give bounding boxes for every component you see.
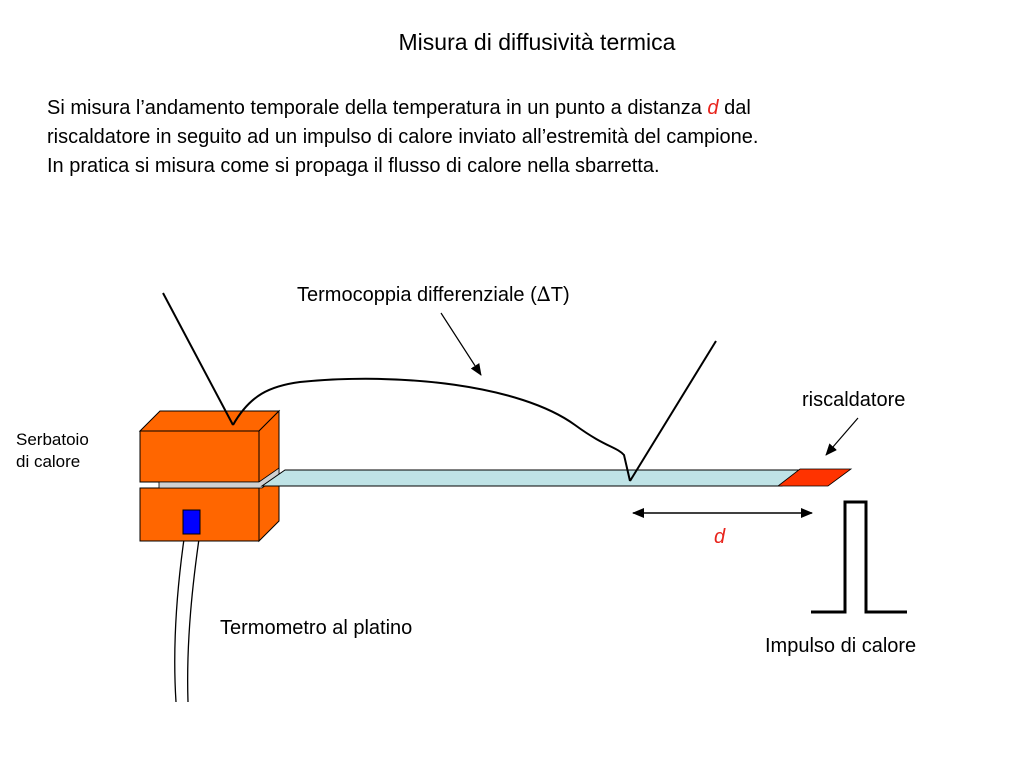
- delta-symbol: ∆: [536, 282, 551, 306]
- heater-pointer-arrow: [825, 417, 859, 456]
- description-line3: In pratica si misura come si propaga il …: [47, 155, 660, 177]
- sample-rod: [260, 469, 808, 487]
- distance-label: d: [714, 526, 726, 548]
- slide-title: Misura di diffusività termica: [398, 29, 676, 55]
- description-line2: riscaldatore in seguito ad un impulso di…: [47, 126, 759, 148]
- heat-pulse-label: Impulso di calore: [765, 635, 917, 657]
- thermometer-label: Termometro al platino: [220, 617, 413, 639]
- thermocouple-pointer-arrow: [440, 312, 482, 376]
- distance-symbol-inline: d: [707, 97, 719, 119]
- thermometer-wires: [174, 531, 201, 703]
- reservoir-label-line1: Serbatoio: [16, 430, 89, 449]
- reservoir-top-face: [138, 410, 281, 432]
- heater-element: [776, 468, 853, 487]
- thermocouple-wires: [162, 292, 717, 482]
- reservoir-front-upper: [139, 430, 260, 483]
- platinum-thermometer-sensor: [182, 509, 201, 535]
- reservoir-label: Serbatoio di calore: [16, 429, 89, 473]
- heat-reservoir-block: [138, 409, 281, 543]
- reservoir-label-line2: di calore: [16, 452, 81, 471]
- heater-label: riscaldatore: [802, 389, 906, 411]
- thermocouple-label: Termocoppia differenziale (∆T): [297, 282, 570, 306]
- description-paragraph: Si misura l’andamento temporale della te…: [47, 94, 987, 181]
- description-line1: Si misura l’andamento temporale della te…: [47, 97, 751, 119]
- heat-pulse-waveform: [811, 500, 907, 614]
